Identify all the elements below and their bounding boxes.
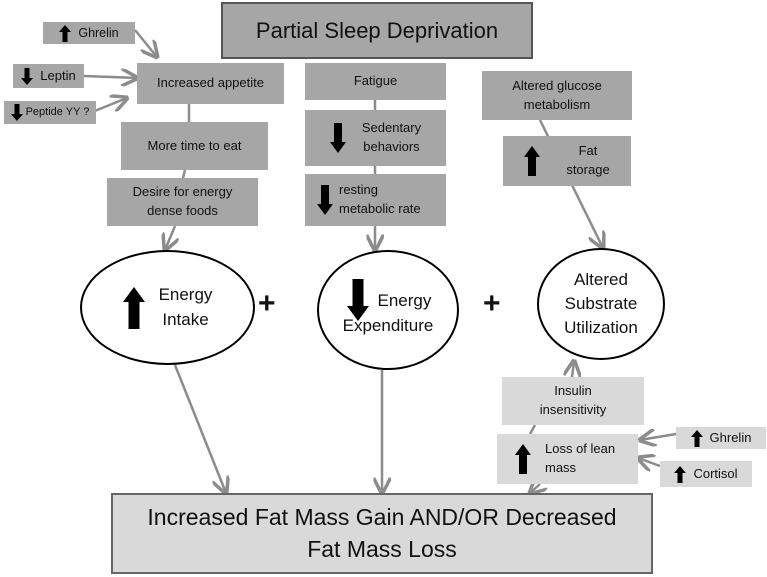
energy-intake-text: Energy Intake bbox=[159, 283, 213, 332]
connector-lean-to-outcome bbox=[530, 484, 540, 493]
page-title: Partial Sleep Deprivation bbox=[255, 17, 499, 43]
up-arrow-icon bbox=[691, 430, 703, 447]
glucose-label-line1: Altered glucose bbox=[512, 77, 602, 93]
connector-ghrelin-to-appetite bbox=[134, 29, 157, 57]
fat-storage-text: Fat storage bbox=[566, 142, 609, 180]
down-arrow-icon bbox=[21, 68, 33, 85]
glucose-label-line2: metabolism bbox=[523, 96, 591, 112]
desire-label-line1: Desire for energy bbox=[132, 184, 233, 200]
energy-intake-label-line1: Energy bbox=[158, 284, 213, 304]
sedentary-label-line2: behaviors bbox=[363, 139, 420, 154]
connector-intake-to-outcome bbox=[173, 364, 226, 493]
leptin-box: Leptin bbox=[13, 64, 84, 88]
substrate-label-line1: Altered bbox=[574, 270, 628, 290]
connector-insulin-to-lean bbox=[528, 424, 537, 435]
connector-moretime-to-desire bbox=[181, 169, 187, 179]
ghrelin-top-label: Ghrelin bbox=[78, 25, 119, 40]
sedentary-label-line1: Sedentary bbox=[361, 120, 422, 136]
fat-storage-box: Fat storage bbox=[503, 136, 631, 186]
connector-peptide-to-appetite bbox=[91, 98, 127, 114]
fat-storage-label-line1: Fat bbox=[578, 143, 598, 159]
appetite-label: Increased appetite bbox=[157, 75, 264, 91]
energy-intake-label-line2: Intake bbox=[162, 309, 209, 329]
plus-sign-2: + bbox=[483, 287, 501, 320]
lean-mass-label-line2: mass bbox=[545, 460, 577, 475]
fat-storage-label-line2: storage bbox=[566, 162, 610, 177]
substrate-utilization-text: Altered Substrate Utilization bbox=[564, 268, 638, 339]
cortisol-box: Cortisol bbox=[660, 461, 752, 487]
down-arrow-icon bbox=[11, 104, 23, 121]
rmr-box: resting metabolic rate bbox=[305, 174, 446, 226]
plus-sign-1: + bbox=[258, 287, 276, 320]
glucose-box: Altered glucose metabolism bbox=[482, 71, 632, 120]
leptin-label: Leptin bbox=[40, 67, 76, 83]
connector-cortisol-to-lean bbox=[638, 458, 661, 466]
down-arrow-icon bbox=[330, 123, 346, 153]
title-box: Partial Sleep Deprivation bbox=[221, 2, 533, 59]
substrate-utilization-circle: Altered Substrate Utilization bbox=[537, 248, 665, 360]
connector-desire-to-intake bbox=[165, 225, 175, 250]
peptide-label: Peptide YY ? bbox=[25, 105, 90, 118]
rmr-label-line1: resting bbox=[339, 182, 379, 198]
ghrelin-bottom-label: Ghrelin bbox=[709, 429, 752, 445]
down-arrow-icon bbox=[347, 279, 369, 321]
ghrelin-bottom-box: Ghrelin bbox=[676, 427, 766, 449]
connector-ghrelin-to-lean bbox=[640, 434, 677, 440]
lean-mass-label-line1: Loss of lean bbox=[545, 441, 616, 457]
up-arrow-icon bbox=[123, 287, 145, 329]
fatigue-box: Fatigue bbox=[305, 63, 446, 100]
up-arrow-icon bbox=[515, 444, 531, 474]
outcome-label-line2: Fat Mass Loss bbox=[307, 535, 457, 562]
cortisol-label: Cortisol bbox=[693, 465, 738, 481]
down-arrow-icon bbox=[317, 185, 333, 215]
connector-leptin-to-appetite bbox=[83, 76, 137, 78]
up-arrow-icon bbox=[59, 25, 71, 42]
up-arrow-icon bbox=[674, 466, 686, 483]
substrate-label-line3: Utilization bbox=[564, 317, 638, 337]
sedentary-box: Sedentary behaviors bbox=[305, 110, 446, 166]
peptide-box: Peptide YY ? bbox=[4, 101, 96, 124]
rmr-label-line2: metabolic rate bbox=[339, 201, 421, 216]
more-time-label: More time to eat bbox=[147, 137, 242, 153]
energy-expenditure-label-line1: Energy bbox=[377, 291, 432, 311]
sedentary-text: Sedentary behaviors bbox=[362, 119, 421, 157]
rmr-text: resting metabolic rate bbox=[339, 181, 421, 219]
lean-mass-box: Loss of lean mass bbox=[497, 434, 638, 484]
insulin-box: Insulin insensitivity bbox=[502, 377, 644, 425]
energy-expenditure-circle: Energy Expenditure bbox=[317, 250, 459, 370]
appetite-box: Increased appetite bbox=[137, 63, 284, 104]
insulin-label-line1: Insulin bbox=[554, 383, 592, 399]
lean-mass-text: Loss of lean mass bbox=[545, 440, 615, 478]
outcome-box: Increased Fat Mass Gain AND/OR Decreased… bbox=[111, 493, 653, 574]
desire-label-line2: dense foods bbox=[147, 203, 218, 218]
more-time-box: More time to eat bbox=[121, 122, 268, 170]
ghrelin-top-box: Ghrelin bbox=[43, 22, 135, 44]
energy-intake-circle: Energy Intake bbox=[80, 250, 255, 365]
substrate-label-line2: Substrate bbox=[564, 294, 638, 314]
connector-insulin-to-substrate bbox=[572, 361, 574, 377]
insulin-label-line2: insensitivity bbox=[539, 402, 607, 417]
outcome-label-line1: Increased Fat Mass Gain AND/OR Decreased bbox=[147, 504, 617, 531]
up-arrow-icon bbox=[524, 146, 540, 176]
desire-box: Desire for energy dense foods bbox=[107, 178, 258, 226]
fatigue-label: Fatigue bbox=[353, 73, 398, 89]
